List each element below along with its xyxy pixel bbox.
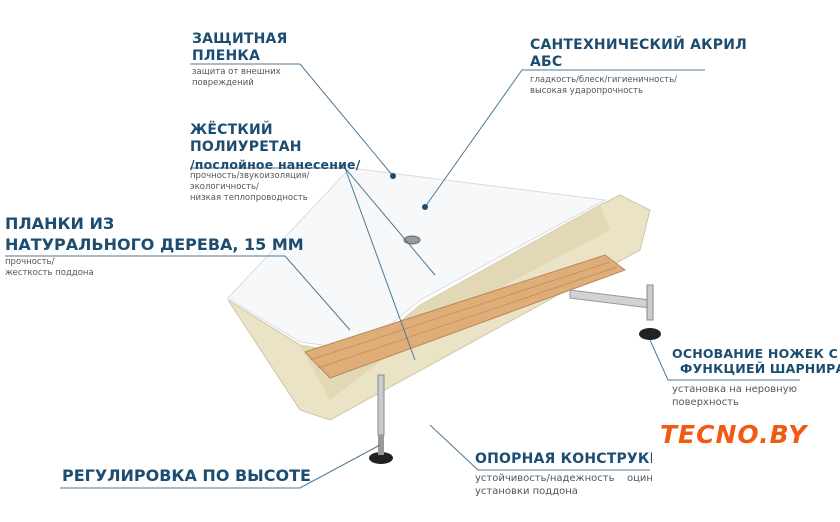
- acrylic-desc: гладкость/блеск/гигиеничность/высокая уд…: [530, 75, 677, 96]
- plank-seam: [309, 261, 611, 361]
- leg: [377, 374, 385, 436]
- wood-desc: прочность/жесткость поддона: [5, 257, 94, 278]
- callout-lines: [5, 63, 800, 489]
- leg-right: [646, 284, 654, 321]
- frame-desc-cut: оцин: [627, 473, 653, 484]
- plank-seam: [317, 266, 618, 369]
- leg-foot-right: [639, 328, 661, 340]
- drain: [403, 235, 421, 245]
- leg-foot: [369, 452, 393, 464]
- support-frame: [569, 289, 651, 309]
- leg-screw: [378, 435, 384, 455]
- wood-planks: [304, 254, 627, 379]
- polyurethane-desc: прочность/звукоизоляция/экологичность/ни…: [190, 171, 310, 203]
- callout-dots: [390, 173, 428, 210]
- legs-desc-line2: поверхность: [672, 397, 739, 407]
- height-title: РЕГУЛИРОВКА ПО ВЫСОТЕ: [62, 466, 311, 485]
- frame-title: ОПОРНАЯ КОНСТРУКЦИЯ: [475, 451, 652, 467]
- tecno-logo: TECNO.BY: [660, 420, 808, 449]
- logo-backdrop: [652, 405, 840, 522]
